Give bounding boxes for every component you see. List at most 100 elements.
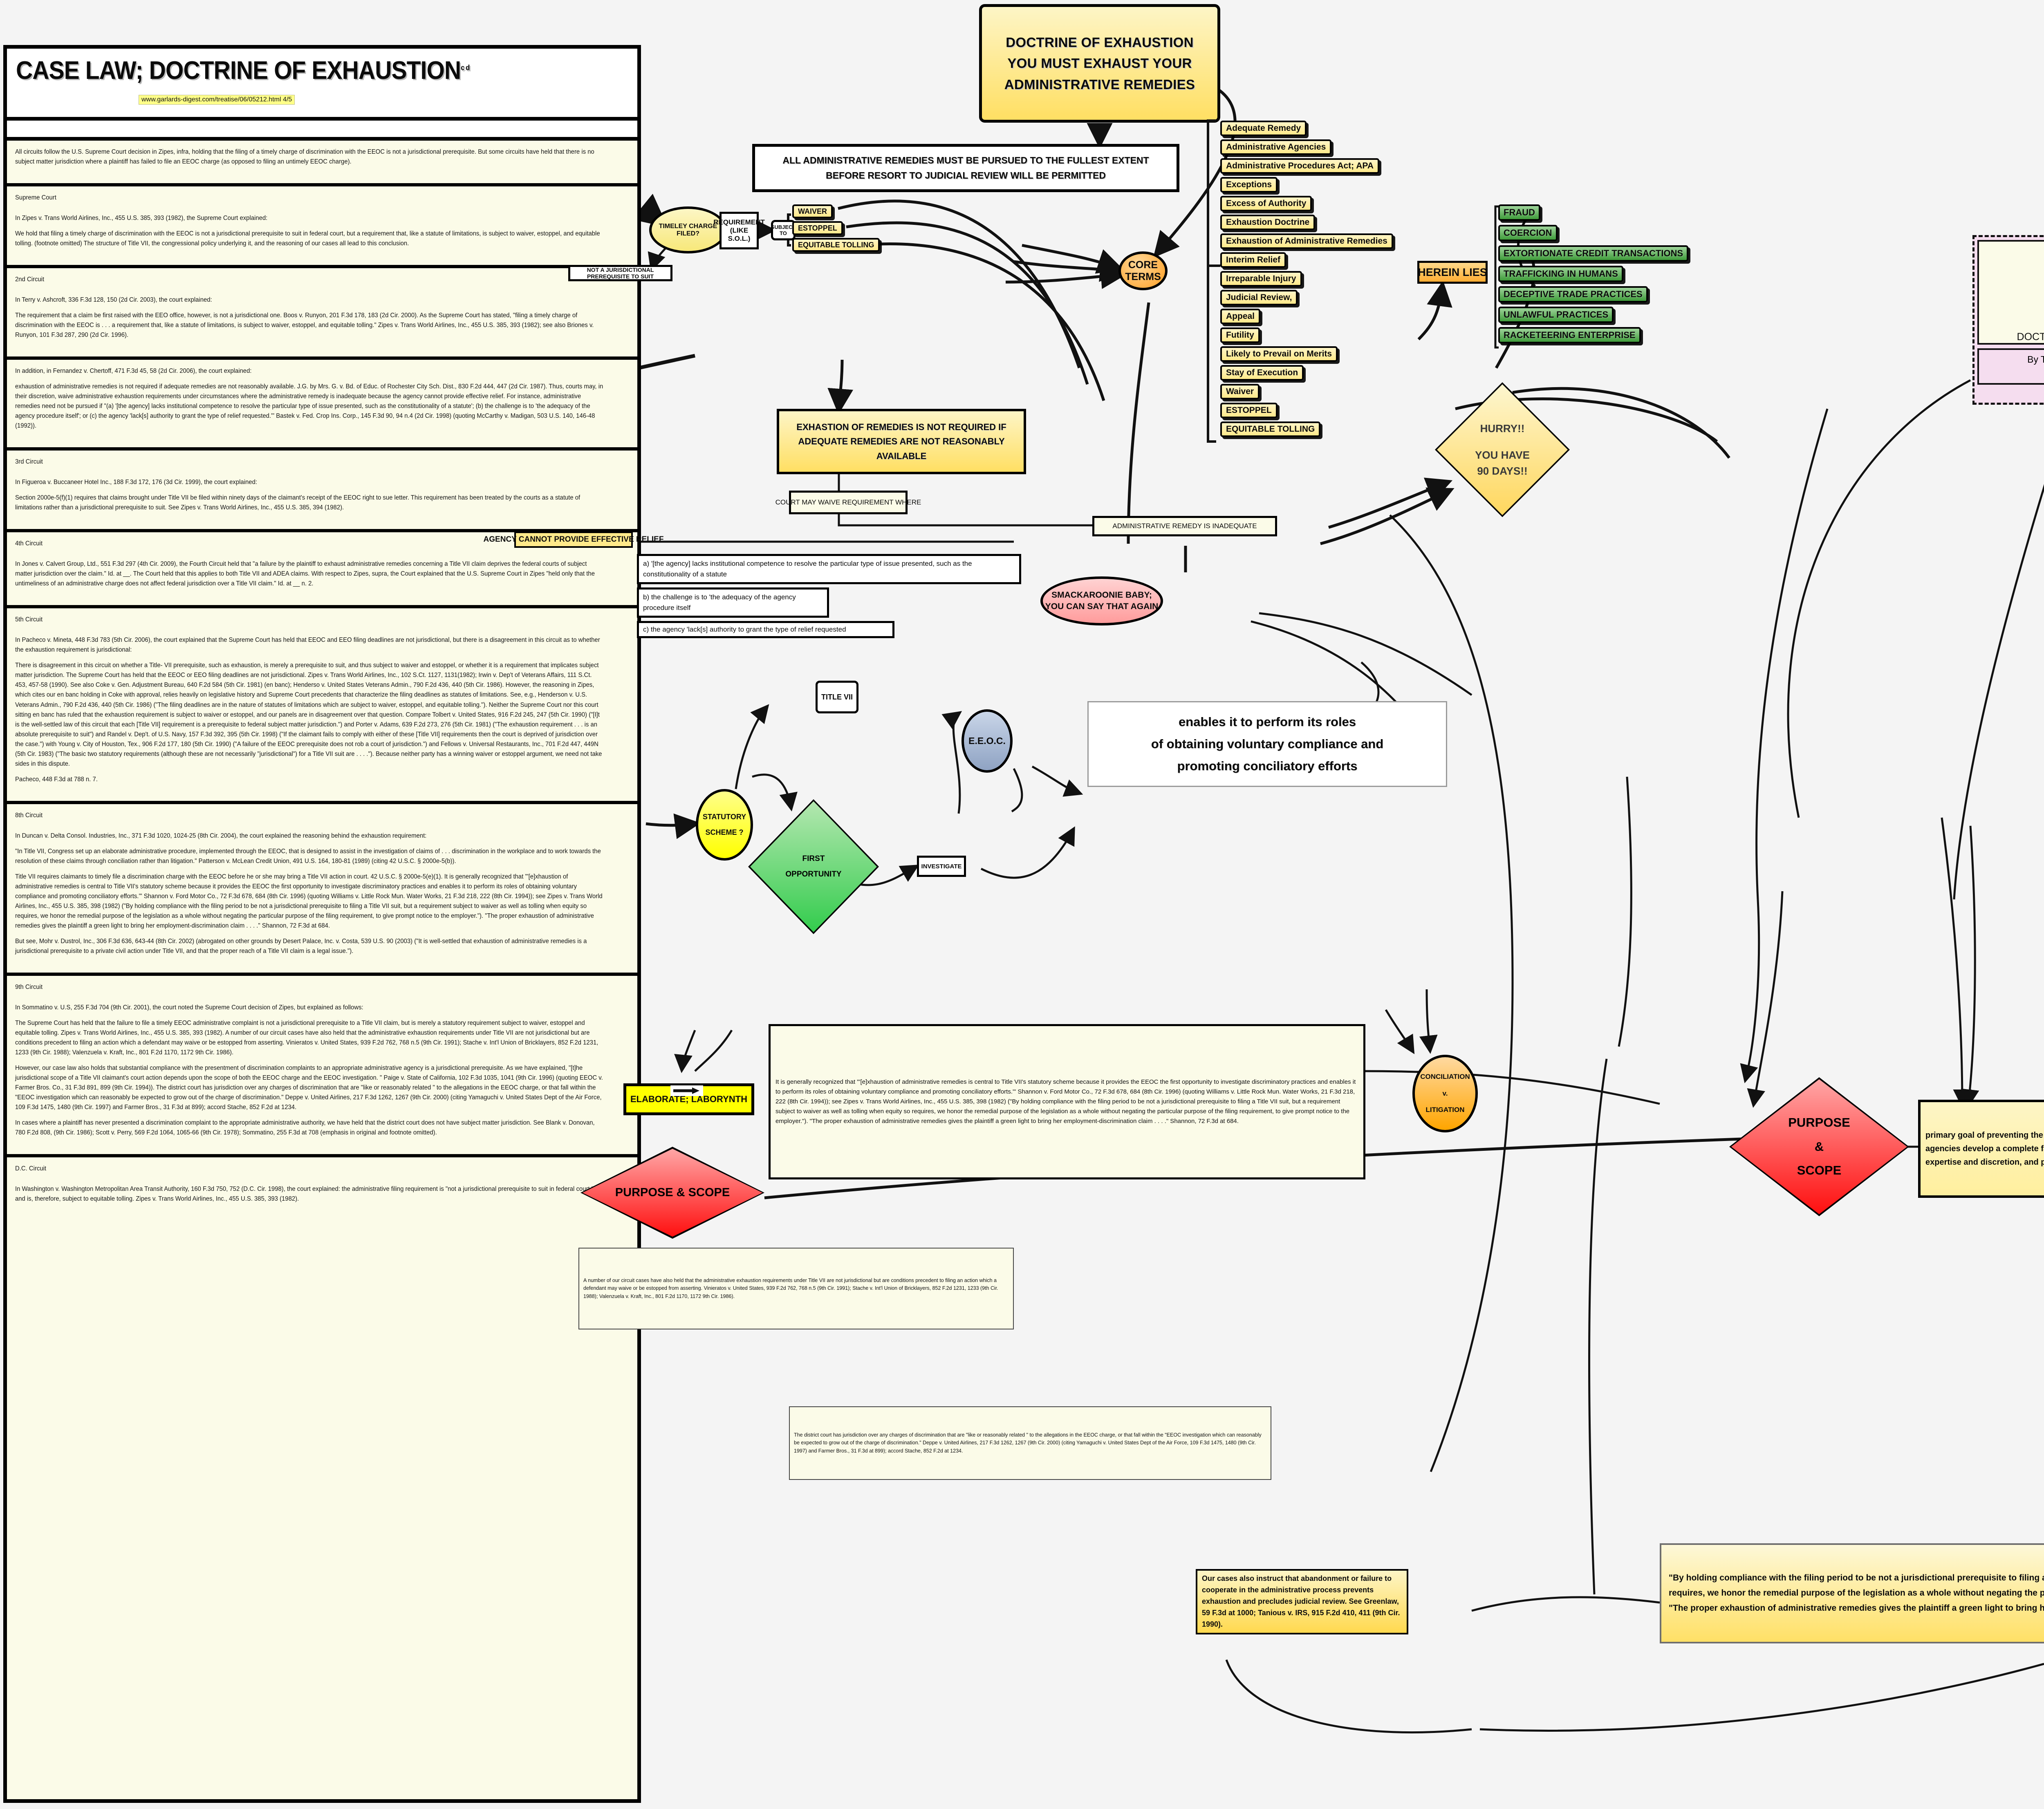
core-term-item[interactable]: ESTOPPEL (1220, 403, 1278, 418)
core-term-label: Administrative Agencies (1226, 142, 1326, 152)
herein-lies-item[interactable]: TRAFFICKING IN HUMANS (1498, 266, 1623, 282)
core-term-item[interactable]: EQUITABLE TOLLING (1220, 421, 1321, 437)
subject-to-item[interactable]: WAIVER (792, 204, 833, 218)
purpose-scope-inline-label: PURPOSE & SCOPE (615, 1186, 730, 1199)
elaborate-labyrinth-node[interactable]: ELABORATE; LABORYNTH (623, 1083, 754, 1115)
not-jurisdictional-prerequisite-node[interactable]: NOT A JURISDICTIONAL PREREQUISITE TO SUI… (568, 265, 672, 281)
document-sections: All circuits follow the U.S. Supreme Cou… (7, 141, 637, 1221)
requirement-node[interactable]: REQUIREMENT (LIKE S.O.L.) (713, 212, 765, 249)
title-vii-node[interactable]: TITLE VII (816, 681, 858, 713)
main-title-line-3: ADMINISTRATIVE REMEDIES (1004, 76, 1195, 92)
subject-to-item[interactable]: EQUITABLE TOLLING (792, 238, 880, 252)
core-term-item[interactable]: Futility (1220, 327, 1260, 343)
smackaroonie-line-2: YOU CAN SAY THAT AGAIN (1045, 602, 1159, 611)
admin-remedy-inadequate-node[interactable]: ADMINISTRATIVE REMEDY IS INADEQUATE (1092, 516, 1277, 536)
herein-lies-item[interactable]: UNLAWFUL PRACTICES (1498, 307, 1614, 323)
herein-lies-hub[interactable]: HEREIN LIES (1417, 261, 1488, 284)
core-term-item[interactable]: Irreparable Injury (1220, 271, 1302, 287)
core-term-item[interactable]: Waiver (1220, 384, 1260, 399)
roles-line-2: of obtaining voluntary compliance and (1151, 736, 1384, 751)
core-term-item[interactable]: Interim Relief (1220, 252, 1286, 268)
section-paragraph: In Washington v. Washington Metropolitan… (15, 1186, 594, 1203)
exhaustion-line-2: ADEQUATE REMEDIES ARE NOT REASONABLY (798, 436, 1005, 447)
subject-to-node[interactable]: SUBJECT TO (771, 220, 796, 240)
section-paragraph: The requirement that a claim be first ra… (15, 312, 594, 339)
investigate-node[interactable]: INVESTIGATE (917, 856, 966, 877)
agency-reason-item: b) the challenge is to 'the adequacy of … (637, 587, 829, 618)
core-term-item[interactable]: Administrative Procedures Act; APA (1220, 158, 1379, 174)
section-heading: 5th Circuit (15, 616, 43, 623)
statutory-scheme-line-1: STATUTORY (702, 812, 746, 821)
statutory-scheme-node[interactable]: STATUTORY SCHEME ? (696, 789, 753, 861)
core-terms-line-1: CORE (1128, 259, 1158, 271)
core-term-label: Adequate Remedy (1226, 123, 1301, 133)
timely-charge-filed-node[interactable]: TIMELEY CHARGE FILED? (649, 206, 727, 253)
section-paragraph: Section 2000e-5(f)(1) requires that clai… (15, 494, 580, 511)
eeoc-node[interactable]: E.E.O.C. (961, 709, 1013, 773)
first-opportunity-diamond[interactable]: FIRST OPPORTUNITY (748, 799, 879, 934)
core-term-item[interactable]: Stay of Execution (1220, 365, 1304, 381)
section-heading: 8th Circuit (15, 811, 43, 819)
document-section: All circuits follow the U.S. Supreme Cou… (7, 141, 637, 187)
hurry-line-2: YOU HAVE (1475, 448, 1530, 461)
requirement-line-1: REQUIREMENT (713, 218, 765, 226)
herein-lies-item[interactable]: FRAUD (1498, 204, 1540, 221)
core-term-label: Futility (1226, 330, 1254, 340)
case-law-document-panel[interactable]: CASE LAW; DOCTRINE OF EXHAUSTIONc d www.… (3, 45, 641, 1803)
core-term-item[interactable]: Judicial Review, (1220, 290, 1298, 305)
hurry-line-3: 90 DAYS!! (1477, 464, 1528, 477)
herein-lies-item[interactable]: RACKETEERING ENTERPRISE (1498, 327, 1641, 343)
core-term-item[interactable]: Excess of Authority (1220, 196, 1312, 211)
circuit-cases-text: A number of our circuit cases have also … (583, 1277, 998, 1299)
subtitle-line-1: ALL ADMINISTRATIVE REMEDIES MUST BE PURS… (782, 155, 1149, 166)
core-term-label: Exceptions (1226, 180, 1272, 189)
first-opportunity-line-2: OPPORTUNITY (785, 870, 842, 879)
hurry-90-days-diamond[interactable]: HURRY!! YOU HAVE 90 DAYS!! (1435, 382, 1570, 517)
page-title: CASE LAW; DOCTRINE OF EXHAUSTIONc d (16, 56, 470, 85)
zipes-quote-text: "By holding compliance with the filing p… (1669, 1573, 2044, 1613)
herein-lies-item[interactable]: DECEPTIVE TRADE PRACTICES (1498, 286, 1648, 303)
core-terms-hub[interactable]: CORE TERMS (1118, 251, 1168, 290)
herein-lies-item-label: DECEPTIVE TRADE PRACTICES (1504, 289, 1643, 299)
primary-goal-text: primary goal of preventing the courts fr… (1925, 1130, 2044, 1167)
herein-lies-item[interactable]: COERCION (1498, 225, 1558, 241)
agency-reason-item: c) the agency 'lack[s] authority to gran… (637, 621, 894, 638)
purpose-scope-inline-diamond[interactable]: PURPOSE & SCOPE (580, 1147, 764, 1239)
herein-lies-label: HEREIN LIES (1418, 266, 1487, 278)
study-guide-caption: DOCTRINE OF EXHAUSTION; STUDY GUIDE #1; … (2017, 331, 2044, 343)
core-term-label: Interim Relief (1226, 255, 1281, 265)
herein-lies-list: FRAUD COERCION EXTORTIONATE CREDIT TRANSAC… (1498, 204, 1752, 347)
byline-website[interactable]: http://angryjeweler.wix.com/write (1981, 366, 2044, 380)
section-heading: 2nd Circuit (15, 276, 45, 283)
circuit-cases-note: A number of our circuit cases have also … (578, 1248, 1014, 1329)
core-term-label: Irreparable Injury (1226, 274, 1296, 283)
herein-lies-item-label: EXTORTIONATE CREDIT TRANSACTIONS (1504, 248, 1683, 258)
core-term-item[interactable]: Likely to Prevail on Merits (1220, 346, 1338, 362)
core-term-item[interactable]: Adequate Remedy (1220, 121, 1307, 136)
investigate-label: INVESTIGATE (921, 863, 962, 870)
conciliation-v-litigation-node[interactable]: CONCILIATION v. LITIGATION (1412, 1055, 1478, 1132)
agency-reason-item: a) '[the agency] lacks institutional com… (637, 554, 1021, 584)
section-paragraph: In Figueroa v. Buccaneer Hotel Inc., 188… (15, 479, 257, 486)
smackaroonie-node[interactable]: SMACKAROONIE BABY; YOU CAN SAY THAT AGAI… (1040, 576, 1163, 625)
purpose-scope-diamond[interactable]: PURPOSE & SCOPE (1729, 1077, 1909, 1216)
right-arrow-icon (670, 1085, 703, 1096)
core-term-label: Waiver (1226, 387, 1254, 396)
study-guide-byline[interactable]: By The Angry Jeweler; The Hennalady; Lis… (1977, 348, 2044, 385)
section-paragraph: In Terry v. Ashcroft, 336 F.3d 128, 150 … (15, 296, 212, 304)
herein-lies-item[interactable]: EXTORTIONATE CREDIT TRANSACTIONS (1498, 245, 1689, 262)
core-term-label: Exhaustion Doctrine (1226, 217, 1310, 227)
core-term-item[interactable]: Administrative Agencies (1220, 139, 1332, 155)
agency-cannot-provide-relief-node[interactable]: AGENCY CANNOT PROVIDE EFFECTIVE RELIEF (484, 531, 663, 548)
core-term-item[interactable]: Exhaustion of Administrative Remedies (1220, 233, 1393, 249)
subject-to-item-label: ESTOPPEL (798, 224, 837, 232)
core-term-item[interactable]: Exceptions (1220, 177, 1278, 193)
admin-remedy-inadequate-label: ADMINISTRATIVE REMEDY IS INADEQUATE (1112, 522, 1257, 530)
exhaustion-not-required-node[interactable]: EXHASTION OF REMEDIES IS NOT REQUIRED IF… (777, 409, 1026, 474)
core-term-item[interactable]: Exhaustion Doctrine (1220, 215, 1316, 230)
subject-to-item[interactable]: ESTOPPEL (792, 221, 843, 235)
court-may-waive-node[interactable]: COURT MAY WAIVE REQUIREMENT WHERE (775, 491, 921, 514)
core-term-item[interactable]: Appeal (1220, 309, 1261, 324)
